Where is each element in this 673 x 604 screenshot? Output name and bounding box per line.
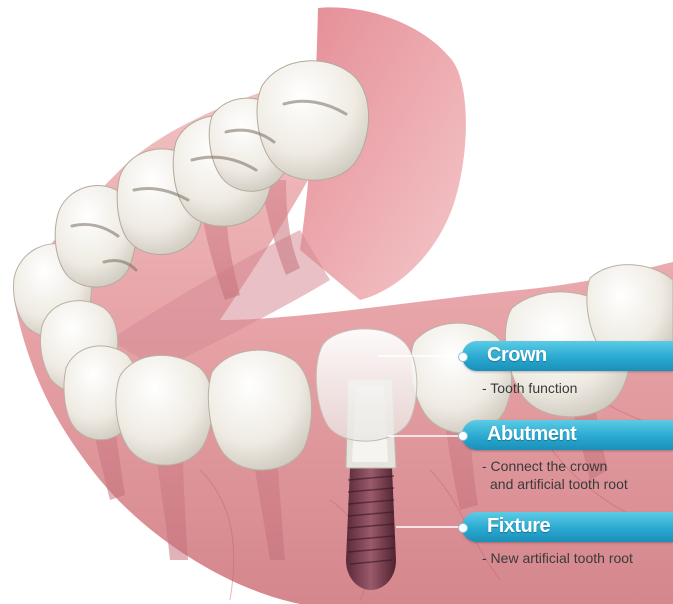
- abutment-description-line-1: - Connect the crown: [482, 457, 673, 475]
- fixture-pill: Fixture: [462, 512, 673, 542]
- crown-description: - Tooth function: [482, 379, 673, 397]
- crown-pill: Crown: [462, 341, 673, 371]
- abutment-pill: Abutment: [462, 420, 673, 450]
- abutment-leader-dot: [458, 431, 468, 441]
- fixture-description-line: - New artificial tooth root: [482, 549, 673, 567]
- crown-title: Crown: [487, 344, 547, 367]
- crown-leader-dot: [458, 352, 468, 362]
- implant-fixture: [346, 468, 396, 590]
- abutment-description-line-2: and artificial tooth root: [482, 475, 673, 493]
- implant-crown: [316, 329, 417, 441]
- crown-description-line: - Tooth function: [482, 379, 673, 397]
- abutment-title: Abutment: [487, 423, 576, 446]
- fixture-description: - New artificial tooth root: [482, 549, 673, 567]
- fixture-title: Fixture: [487, 515, 550, 538]
- abutment-description: - Connect the crown and artificial tooth…: [482, 457, 673, 493]
- fixture-leader-dot: [458, 523, 468, 533]
